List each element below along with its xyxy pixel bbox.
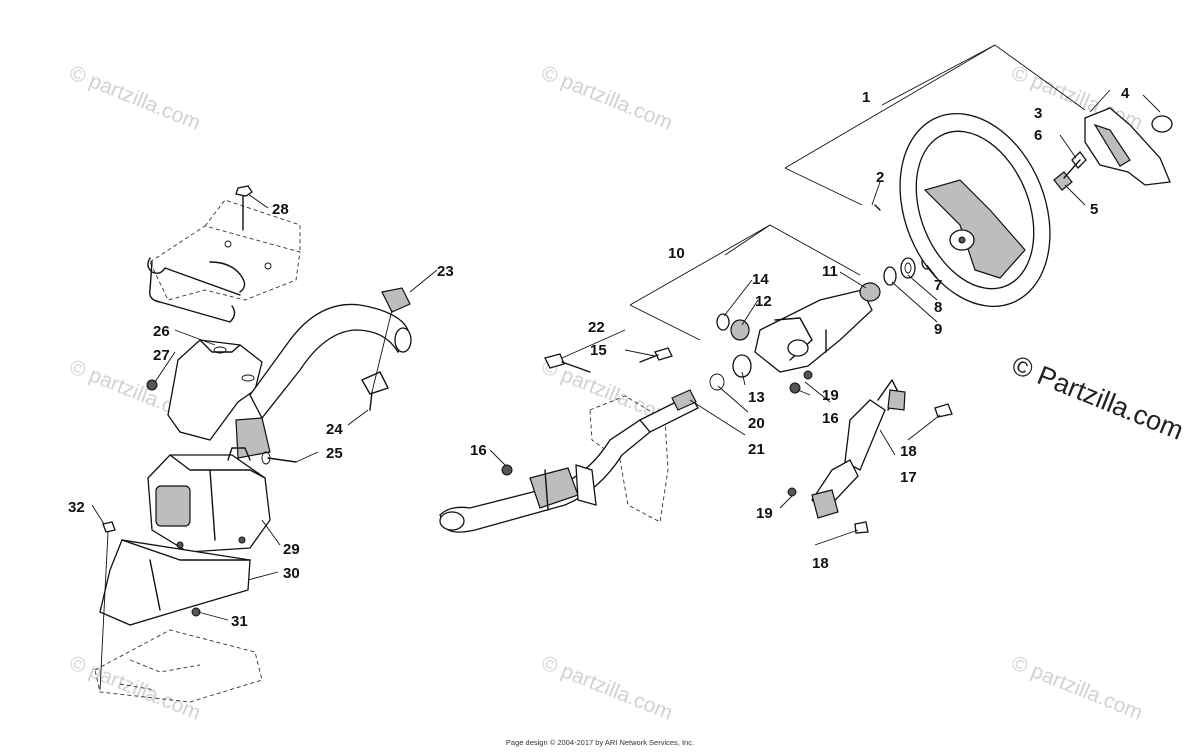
- strut-17: [787, 379, 953, 534]
- callout-19-upper: 19: [822, 387, 839, 404]
- callout-4: 4: [1121, 85, 1130, 102]
- bolt-32: [99, 521, 116, 691]
- callout-32: 32: [68, 499, 85, 516]
- callout-7: 7: [934, 277, 942, 294]
- eps-unit-29: [147, 447, 297, 553]
- nut-5-stud-6: [1053, 151, 1087, 191]
- callout-5: 5: [1090, 201, 1098, 218]
- bracket-26: [146, 339, 263, 441]
- nut-16: [501, 464, 513, 476]
- bolt-15: [654, 347, 673, 361]
- callout-14: 14: [752, 271, 769, 288]
- callout-28: 28: [272, 201, 289, 218]
- column-tube: [439, 419, 651, 533]
- callout-3: 3: [1034, 105, 1042, 122]
- bracket-30: [99, 539, 251, 626]
- watermark: © partzilla.com: [538, 651, 676, 724]
- right-assembly: [874, 107, 1173, 308]
- callout-2: 2: [876, 169, 884, 186]
- callout-6: 6: [1034, 127, 1042, 144]
- callout-9: 9: [934, 321, 942, 338]
- callout-12: 12: [755, 293, 772, 310]
- callout-18-lower: 18: [812, 555, 829, 572]
- watermark: © partzilla.com: [538, 61, 676, 134]
- callout-19-lower: 19: [756, 505, 773, 522]
- callout-30: 30: [283, 565, 300, 582]
- tilt-bracket: [754, 282, 881, 394]
- watermark: © partzilla.com: [66, 61, 204, 134]
- callout-16-right: 16: [822, 410, 839, 427]
- callout-16-left: 16: [470, 442, 487, 459]
- callout-10: 10: [668, 245, 685, 262]
- callout-29: 29: [283, 541, 300, 558]
- callout-22: 22: [588, 319, 605, 336]
- steering-wheel-1: [899, 112, 1051, 308]
- callout-27: 27: [153, 347, 170, 364]
- lower-frame-dashed: [94, 629, 263, 703]
- clamp-23: [361, 287, 411, 411]
- callout-17: 17: [900, 469, 917, 486]
- callout-31: 31: [231, 613, 248, 630]
- callout-15: 15: [590, 342, 607, 359]
- leader-lines: [91, 44, 1161, 621]
- callout-18-upper: 18: [900, 443, 917, 460]
- callout-23: 23: [437, 263, 454, 280]
- bolt-28: [235, 185, 253, 231]
- callout-1: 1: [862, 89, 870, 106]
- watermark: © partzilla.com: [66, 651, 204, 724]
- center-cover-3: [1084, 107, 1173, 186]
- callout-8: 8: [934, 299, 942, 316]
- callout-13: 13: [748, 389, 765, 406]
- callout-20: 20: [748, 415, 765, 432]
- shaft-tube: [227, 303, 412, 471]
- callout-11: 11: [822, 263, 838, 280]
- center-assembly: [439, 254, 953, 534]
- callout-24: 24: [326, 421, 343, 438]
- callout-21: 21: [748, 441, 765, 458]
- callout-25: 25: [326, 445, 343, 462]
- brand-watermark: © Partzilla.com: [1008, 350, 1188, 446]
- footer-copyright: Page design © 2004-2017 by ARI Network S…: [505, 738, 695, 747]
- shaft-21: [638, 389, 699, 433]
- bushings: [709, 313, 752, 391]
- screw-2: [874, 204, 881, 211]
- bolt-22: [544, 353, 565, 369]
- upper-frame-dashed: [147, 199, 301, 323]
- callout-numbers: 1 2 3 4 5 6 7 8 9 10 11 12 13 14 15 16 1…: [68, 85, 1130, 630]
- watermark: © partzilla.com: [1008, 651, 1146, 724]
- callout-26: 26: [153, 323, 170, 340]
- left-assembly: [94, 185, 412, 703]
